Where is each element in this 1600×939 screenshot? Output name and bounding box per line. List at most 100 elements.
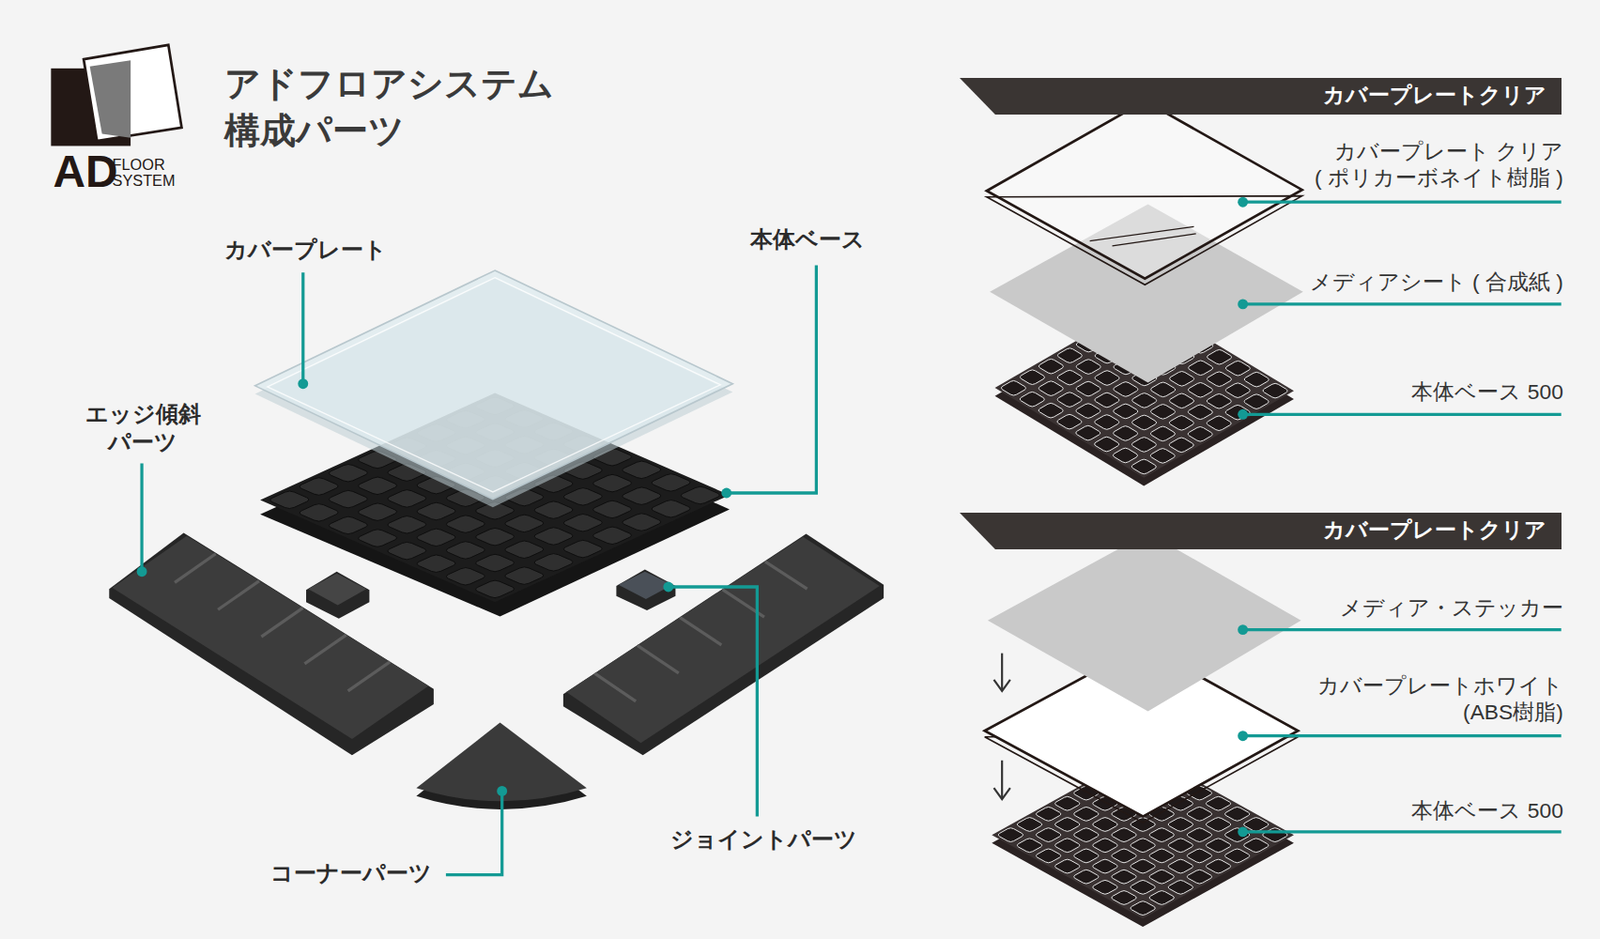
base-cell (1242, 370, 1271, 387)
base-cell (1223, 827, 1252, 844)
base-cell (561, 487, 605, 508)
base-cell (531, 526, 575, 547)
base-cell (1036, 380, 1065, 397)
base-cell (1185, 426, 1215, 443)
callout-label: 本体ベース 500 (1411, 798, 1563, 823)
base-cell (1223, 403, 1252, 420)
ridge (679, 617, 722, 646)
base-cell (1184, 806, 1214, 823)
base-cell (1053, 858, 1082, 875)
base-cell (1184, 847, 1214, 864)
base-cell (296, 476, 340, 497)
base-cell (1147, 847, 1176, 864)
base-cell (1129, 458, 1158, 475)
base-cell (1224, 359, 1253, 376)
base-cell (1130, 392, 1159, 409)
ridge (594, 673, 636, 702)
base-cell (1053, 837, 1082, 854)
part-label: エッジ傾斜 パーツ (85, 400, 201, 457)
base-cell (1092, 414, 1122, 431)
base-cell (1055, 391, 1084, 408)
base-cell (1111, 425, 1140, 442)
base-cell (1166, 837, 1195, 854)
base-cell (1015, 816, 1045, 833)
base-cell (1147, 890, 1176, 907)
header-band: カバープレートクリア (959, 77, 1562, 115)
base-cell (1034, 847, 1063, 864)
base-cell (502, 539, 546, 560)
base-cell (473, 526, 517, 547)
base-cell (1092, 391, 1122, 408)
base-cell (296, 502, 340, 523)
ridge (174, 553, 216, 584)
base-cell (326, 462, 370, 483)
base-cell (1072, 847, 1101, 864)
base-cell (1204, 415, 1233, 431)
base-cell (355, 476, 400, 496)
base-cell (1149, 381, 1178, 398)
band-text: カバープレートクリア (1323, 82, 1547, 108)
base-cell (1186, 359, 1216, 376)
base-cell (502, 513, 546, 534)
base-cell (648, 498, 693, 519)
base-cell (590, 499, 634, 520)
base-cell (1128, 879, 1157, 896)
base-cell (355, 502, 400, 523)
base-cell (1111, 381, 1140, 398)
base-cell (1018, 369, 1047, 385)
callout-label: カバープレートホワイト (ABS樹脂) (1317, 673, 1564, 725)
callout-label: メディア・ステッカー (1339, 595, 1564, 620)
base-cell (1091, 816, 1120, 833)
base-cell (1166, 858, 1195, 875)
base-cell (1166, 816, 1195, 833)
base-cell (1128, 816, 1157, 833)
base-cell (1053, 816, 1082, 833)
ridge (261, 607, 303, 637)
base-cell (1072, 868, 1101, 885)
base-cell (1130, 436, 1159, 453)
base-cell (531, 500, 575, 521)
base-cell (619, 512, 663, 533)
band-text: カバープレートクリア (1323, 517, 1547, 543)
base-cell (1166, 879, 1195, 896)
logo-mark (50, 45, 182, 147)
base-cell (1017, 390, 1047, 407)
base-cell (384, 514, 429, 535)
base-cell (1204, 795, 1233, 812)
callout-label: メディアシート ( 合成紙 ) (1309, 269, 1564, 294)
part-label: ジョイントパーツ (670, 826, 858, 852)
edge-slope-part (563, 533, 884, 755)
base-cell (267, 490, 311, 510)
base-cell (1109, 827, 1139, 844)
base-cell (1149, 425, 1178, 442)
base-cell (473, 553, 517, 573)
base-cell (531, 552, 575, 572)
ridge (304, 634, 346, 664)
base-cell (1091, 837, 1120, 854)
base-cell (561, 512, 605, 533)
ridge (637, 645, 679, 674)
callout-label: カバープレート クリア ( ポリカーボネイト樹脂 ) (1314, 138, 1564, 192)
base-cell (414, 527, 458, 548)
base-cell (1168, 370, 1197, 387)
base-cell (1128, 858, 1157, 875)
title: アドフロアシステム 構成パーツ (224, 61, 554, 154)
base-cell (1261, 827, 1290, 844)
base-cell (1184, 868, 1214, 885)
logo-text: FLOOR SYSTEM (112, 156, 176, 188)
base-cell (1074, 380, 1103, 397)
ridge (348, 661, 391, 692)
base-cell (1072, 827, 1101, 844)
base-cell (1056, 347, 1085, 364)
base-cell (1168, 415, 1197, 431)
base-cell (1147, 868, 1176, 885)
base-cell (1184, 827, 1214, 844)
base-cell (1242, 393, 1271, 410)
base-cell (1111, 446, 1140, 463)
base-cell (326, 515, 370, 536)
base-cell (1261, 382, 1290, 399)
base-cell (996, 827, 1025, 844)
base-cell (1147, 827, 1176, 844)
part-label: カバープレート (224, 236, 387, 262)
callout-label: 本体ベース 500 (1411, 379, 1563, 404)
